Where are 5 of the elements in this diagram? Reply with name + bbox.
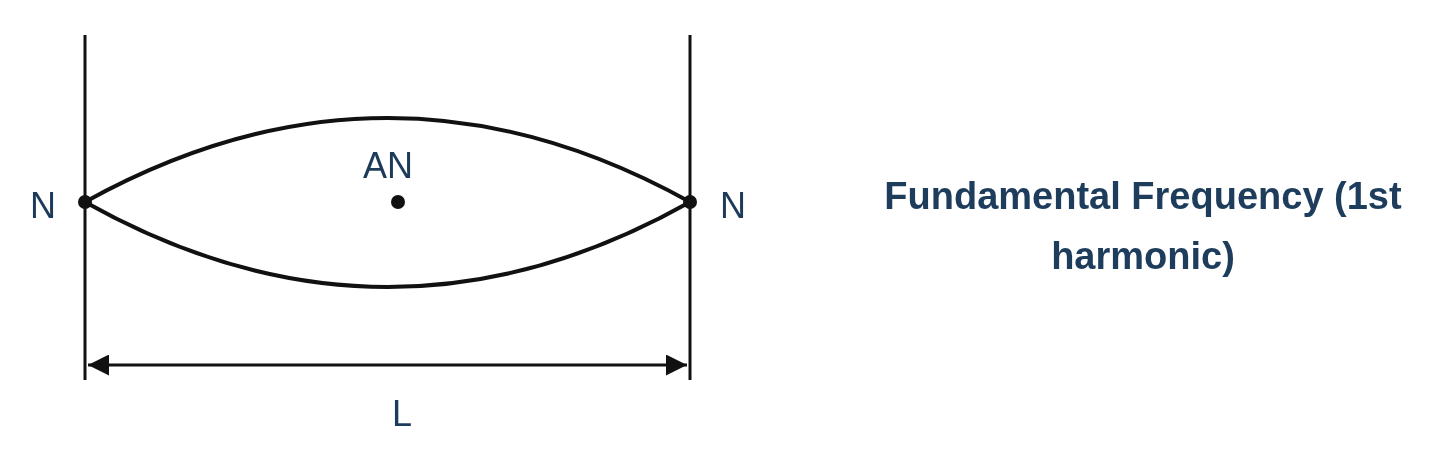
caption-text: Fundamental Frequency (1st harmonic) — [883, 174, 1403, 279]
length-label: L — [392, 396, 413, 432]
antinode-label: AN — [363, 148, 413, 184]
node-label: N — [720, 188, 746, 224]
node-label: N — [30, 188, 56, 224]
